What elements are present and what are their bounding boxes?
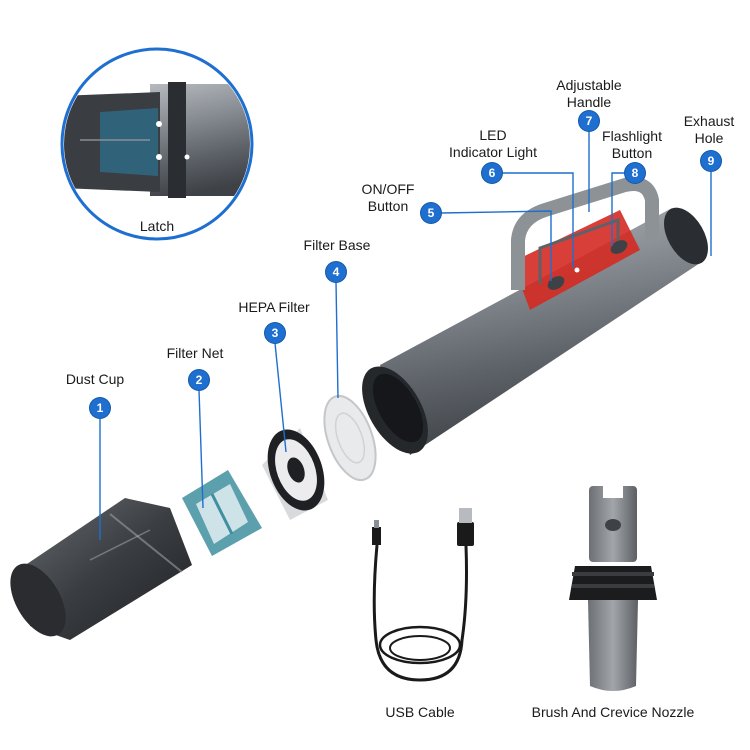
callout-badge-5: 5	[421, 203, 441, 223]
exhaust-hole-label: Exhaust Hole	[683, 113, 735, 146]
callout-badge-6: 6	[482, 163, 502, 183]
adjustable-handle-label: Adjustable Handle	[556, 77, 622, 110]
callout-badge-4: 4	[326, 262, 346, 282]
flashlight-button-label: Flashlight Button	[602, 128, 662, 161]
on-off-button-label: ON/OFF Button	[361, 181, 415, 214]
latch-zoom	[60, 47, 254, 241]
dust-cup	[10, 498, 192, 640]
callout-lines	[99, 131, 712, 540]
brush-nozzle-label: Brush And Crevice Nozzle	[531, 704, 695, 720]
callout-badge-2: 2	[189, 370, 209, 390]
callout-badge-1: 1	[90, 398, 110, 418]
filter-net-label: Filter Net	[166, 345, 224, 361]
vacuum-body	[362, 177, 708, 455]
usb-cable-label: USB Cable	[385, 704, 455, 720]
hepa-filter	[262, 428, 328, 520]
callout-badge-7: 7	[579, 111, 599, 131]
dust-cup-label: Dust Cup	[65, 371, 125, 387]
filter-base	[323, 394, 377, 482]
latch-label: Latch	[139, 218, 175, 234]
callout-badge-9: 9	[701, 151, 721, 171]
callout-badge-8: 8	[625, 163, 645, 183]
filter-base-label: Filter Base	[303, 237, 371, 253]
callout-badge-3: 3	[265, 323, 285, 343]
hepa-filter-label: HEPA Filter	[238, 299, 310, 315]
brush-nozzle	[569, 486, 657, 691]
usb-cable	[372, 508, 474, 682]
filter-net	[182, 470, 262, 556]
led-indicator-label: LED Indicator Light	[449, 127, 537, 160]
